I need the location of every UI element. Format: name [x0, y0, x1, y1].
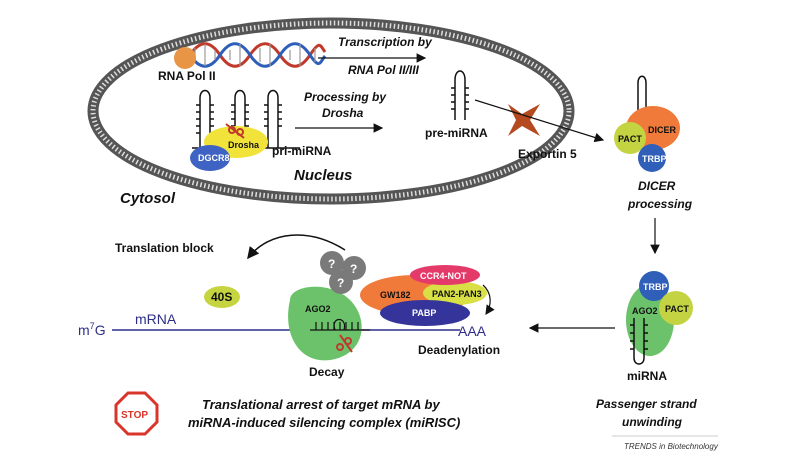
- dicer-processing-label-1: DICER: [638, 179, 676, 193]
- forty-s-label: 40S: [211, 290, 232, 304]
- transcription-label-2: RNA Pol II/III: [348, 63, 420, 77]
- polya-tail-label: AAA: [458, 323, 487, 339]
- cytosol-label: Cytosol: [120, 190, 176, 207]
- mirna-label: miRNA: [627, 369, 667, 383]
- exportin-label: Exportin 5: [518, 147, 577, 161]
- question-1: ?: [328, 257, 335, 271]
- deadenylation-label: Deadenylation: [418, 343, 500, 357]
- pact-label-right: PACT: [665, 304, 689, 314]
- ago2-label-left: AGO2: [305, 304, 331, 314]
- processing-label-2: Drosha: [322, 106, 364, 120]
- translation-block-arrow: [247, 234, 346, 260]
- stop-sign-icon: [114, 391, 159, 436]
- trbp-label-top: TRBP: [642, 154, 667, 164]
- ccr4-label: CCR4-NOT: [420, 271, 467, 281]
- gw182-label: GW182: [380, 290, 411, 300]
- pre-mirna-label: pre-miRNA: [425, 126, 488, 140]
- arrest-caption-1: Translational arrest of target mRNA by: [202, 397, 440, 412]
- decay-scissors-icon: [336, 334, 353, 353]
- trbp-label-right: TRBP: [643, 282, 668, 292]
- mrna-label: mRNA: [135, 311, 177, 327]
- passenger-label-1: Passenger strand: [596, 397, 697, 411]
- nuclear-membrane: [87, 17, 575, 205]
- m7g-label: m7G: [78, 321, 106, 338]
- question-2: ?: [350, 262, 357, 276]
- ago2-label-right: AGO2: [632, 306, 658, 316]
- passenger-label-2: unwinding: [622, 415, 683, 429]
- pact-label-top: PACT: [618, 134, 642, 144]
- pre-mirna-hairpin: [451, 70, 469, 120]
- arrest-caption-2: miRNA-induced silencing complex (miRISC): [188, 415, 460, 430]
- drosha-label: Drosha: [228, 140, 260, 150]
- question-3: ?: [337, 276, 344, 290]
- translation-block-label: Translation block: [115, 241, 214, 255]
- pri-mirna-label: pri-miRNA: [272, 144, 332, 158]
- dgcr8-blob: [190, 145, 230, 171]
- drosha-scissors-icon: [225, 123, 245, 139]
- dna-helix: [188, 42, 327, 68]
- mirisc-complex: [288, 251, 487, 361]
- transcription-label-1: Transcription by: [338, 35, 433, 49]
- credit-label: TRENDS in Biotechnology: [624, 442, 719, 451]
- decay-label: Decay: [309, 365, 345, 379]
- rna-pol-label: RNA Pol II: [158, 69, 216, 83]
- rna-pol-blob: [174, 47, 196, 69]
- nucleus-label: Nucleus: [294, 167, 352, 184]
- export-arrow: [474, 99, 605, 143]
- deadenylation-small-arrow: [482, 284, 495, 315]
- dgcr8-label: DGCR8: [198, 153, 230, 163]
- exportin-5-pore: [508, 104, 540, 136]
- pabp-label: PABP: [412, 308, 436, 318]
- risc-loading-complex: [626, 271, 693, 365]
- dicer-label: DICER: [648, 125, 677, 135]
- ribosome-40s: [204, 286, 240, 308]
- dicer-complex: [614, 75, 680, 172]
- processing-label-1: Processing by: [304, 90, 387, 104]
- stop-label: STOP: [121, 410, 148, 421]
- dicer-processing-label-2: processing: [627, 197, 693, 211]
- pan-label: PAN2-PAN3: [432, 289, 482, 299]
